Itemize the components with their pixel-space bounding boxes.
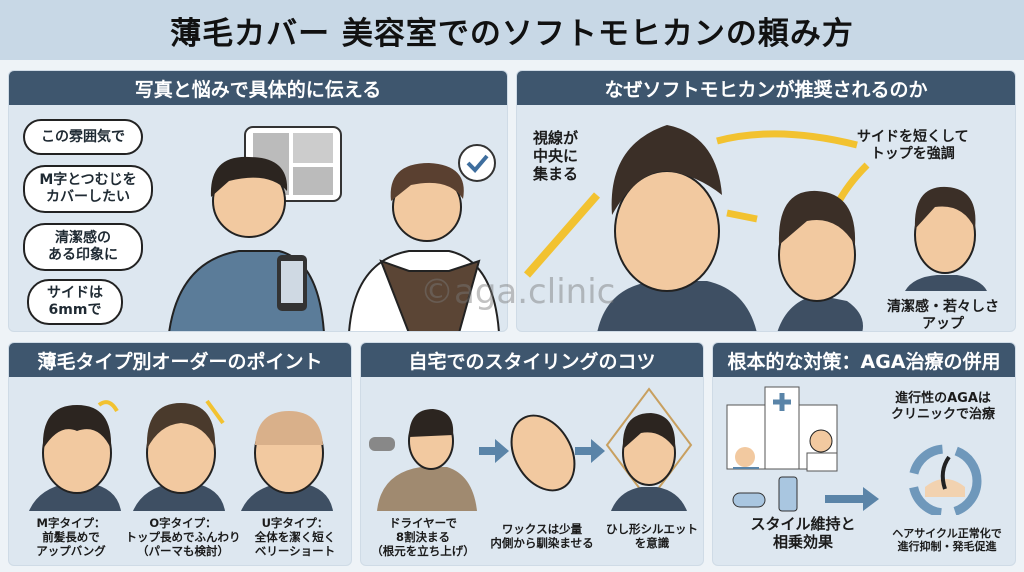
synergy-label: スタイル維持と 相乗効果 (750, 515, 856, 551)
panel-photo-consultation: 写真と悩みで具体的に伝える この雰囲気で M字とつむじを カバーしたい 清潔感の… (8, 70, 508, 332)
watermark: ©aga.clinic (420, 272, 616, 312)
arrow-right-icon (825, 487, 879, 511)
diamond-label: ひし形シルエット を意識 (606, 522, 698, 550)
speech-bubble: 清潔感の ある印象に (23, 223, 143, 271)
panel-heading: 自宅でのスタイリングのコツ (361, 343, 703, 377)
panel-aga-treatment: 根本的な対策：AGA治療の併用 進行性のAGAは クリニックで治療 スタイル維持… (712, 342, 1016, 566)
u-type-face (241, 411, 333, 511)
dryer-label: ドライヤーで 8割決まる （根元を立ち上げ） (371, 516, 475, 558)
customer-stylist-illustration (168, 126, 500, 331)
wax-label: ワックスは少量 内側から馴染ませる (490, 522, 594, 550)
panel-thinning-type-order: 薄毛タイプ別オーダーのポイント M字タイプ： 前髪長めで アップバング O字タイ… (8, 342, 352, 566)
panel-heading: なぜソフトモヒカンが推奨されるのか (517, 71, 1015, 105)
gaze-label: 視線が 中央に 集まる (533, 129, 579, 183)
title-bar: 薄毛カバー 美容室でのソフトモヒカンの頼み方 (0, 0, 1024, 60)
u-type-label: U字タイプ： 全体を潔く短く ベリーショート (254, 516, 336, 558)
clean-young-label: 清潔感・若々しさ アップ (887, 299, 999, 332)
m-type-label: M字タイプ： 前髪長めで アップバング (36, 516, 106, 558)
side-top-label: サイドを短くして トップを強調 (857, 129, 969, 162)
panel-heading: 根本的な対策：AGA治療の併用 (713, 343, 1015, 377)
doctor-icon (806, 429, 838, 472)
speech-bubble: サイドは 6mmで (27, 279, 123, 325)
o-type-face (133, 399, 225, 511)
hair-cycle-icon (908, 444, 982, 515)
arrow-right-icon (479, 439, 509, 463)
page-title: 薄毛カバー 美容室でのソフトモヒカンの頼み方 (170, 15, 854, 52)
o-type-label: O字タイプ： トップ長めでふんわり （パーマも検討） (125, 516, 241, 558)
speech-bubble: M字とつむじを カバーしたい (23, 165, 153, 213)
speech-bubble: この雰囲気で (23, 119, 143, 155)
styling-steps-illustration (369, 387, 693, 511)
dryer-step (369, 409, 477, 511)
clinic-label: 進行性のAGAは クリニックで治療 (890, 391, 995, 422)
m-type-face (29, 400, 121, 511)
aga-treatment-illustration (726, 386, 982, 515)
medicine-icon (732, 476, 798, 512)
thinning-types-illustration (29, 399, 333, 511)
panel-home-styling: 自宅でのスタイリングのコツ ドライヤーで 8割決まる （根元を立ち上げ） ワック… (360, 342, 704, 566)
hair-cycle-label: ヘアサイクル正常化で 進行抑制・発毛促進 (892, 527, 1002, 554)
soft-mohican-illustration (523, 125, 987, 331)
arrow-right-icon (575, 439, 605, 463)
panel-heading: 写真と悩みで具体的に伝える (9, 71, 507, 105)
panel-why-soft-mohican: なぜソフトモヒカンが推奨されるのか 視線が 中央に 集まる サイドを短くして ト… (516, 70, 1016, 332)
diamond-silhouette-step (605, 387, 693, 511)
wax-hands-step (510, 414, 576, 492)
panel-heading: 薄毛タイプ別オーダーのポイント (9, 343, 351, 377)
